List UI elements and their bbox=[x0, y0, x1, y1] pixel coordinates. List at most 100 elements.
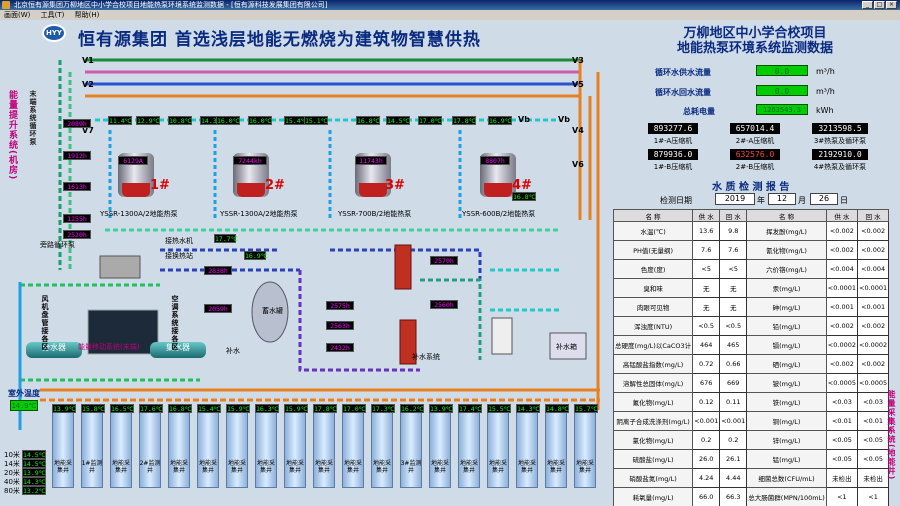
ground-well[interactable] bbox=[197, 408, 219, 488]
pipe-temp: 16.8℃ bbox=[356, 116, 380, 125]
depth-label: 14米 bbox=[4, 460, 20, 468]
left-pump-5: 2520h bbox=[63, 230, 91, 239]
ground-well[interactable] bbox=[255, 408, 277, 488]
param-value: <0.5 bbox=[719, 316, 748, 336]
depth-label: 20米 bbox=[4, 469, 20, 477]
well-temp: 14.8℃ bbox=[545, 404, 569, 413]
valve-v1[interactable]: V1 bbox=[82, 56, 94, 65]
param-name: 氟化物(mg/L) bbox=[612, 392, 694, 412]
water-collector: 集水器 bbox=[150, 342, 206, 358]
makeup-system-label: 补水系统 bbox=[412, 353, 440, 361]
close-button[interactable]: × bbox=[886, 1, 897, 9]
ground-well[interactable] bbox=[52, 408, 74, 488]
minimize-button[interactable]: _ bbox=[862, 1, 873, 9]
ground-well[interactable] bbox=[284, 408, 306, 488]
ground-well[interactable] bbox=[342, 408, 364, 488]
param-value: 无 bbox=[719, 278, 748, 298]
unit-1-hours: 6129A bbox=[118, 156, 148, 165]
maximize-button[interactable]: □ bbox=[874, 1, 885, 9]
well-label: 地能采集井 bbox=[372, 460, 391, 474]
unit-1-label: YSSR-1300A/2地能热泵 bbox=[100, 210, 178, 218]
depth-temp: 13.2℃ bbox=[22, 486, 46, 495]
valve-vb2[interactable]: Vb bbox=[558, 115, 570, 124]
report-date-label: 检测日期 bbox=[660, 196, 692, 205]
stat-2a-label: 2#-A压缩机 bbox=[735, 137, 775, 145]
well-label: 地能采集井 bbox=[198, 460, 217, 474]
param-name: 阴离子合成洗涤剂(mg/L) bbox=[612, 411, 694, 431]
report-month[interactable]: 12 bbox=[768, 193, 796, 205]
param-value: 66.3 bbox=[719, 487, 748, 506]
pipe-temp: 16.0℃ bbox=[248, 116, 272, 125]
storage-tank-label: 蓄水罐 bbox=[262, 307, 283, 315]
ground-well[interactable] bbox=[429, 408, 451, 488]
stat-2a: 657014.4 bbox=[730, 123, 780, 134]
ground-well[interactable] bbox=[110, 408, 132, 488]
ground-well[interactable] bbox=[168, 408, 190, 488]
unit-3-hours: 11743h bbox=[355, 156, 387, 165]
center-temp-1: 17.7℃ bbox=[214, 234, 238, 243]
param-value: <0.002 bbox=[856, 240, 890, 260]
param-value: 66.0 bbox=[692, 487, 721, 506]
param-name: 耗氧量(mg/L) bbox=[612, 487, 694, 506]
param-name: 细菌总数(CFU/mL) bbox=[746, 468, 827, 488]
well-temp: 15.9℃ bbox=[284, 404, 308, 413]
ground-well[interactable] bbox=[487, 408, 509, 488]
param-value: <0.03 bbox=[856, 392, 890, 412]
col-header: 名 称 bbox=[612, 209, 694, 222]
ground-well[interactable] bbox=[545, 408, 567, 488]
ground-well[interactable] bbox=[371, 408, 393, 488]
unit-2-hours: 7244kh bbox=[233, 156, 267, 165]
ground-well[interactable] bbox=[313, 408, 335, 488]
param-name: 臭和味 bbox=[612, 278, 694, 298]
param-value: 9.8 bbox=[719, 221, 748, 241]
ground-well[interactable] bbox=[574, 408, 596, 488]
valve-v3[interactable]: V3 bbox=[572, 56, 584, 65]
menu-help[interactable]: 帮助(H) bbox=[74, 11, 100, 19]
center-pump-2: 2059h bbox=[204, 304, 232, 313]
param-value: <0.004 bbox=[856, 259, 890, 279]
report-year[interactable]: 2019 bbox=[715, 193, 755, 205]
to-exchange-label: 接换热站 bbox=[165, 252, 193, 260]
depth-temp: 13.9℃ bbox=[22, 468, 46, 477]
valve-v4[interactable]: V4 bbox=[572, 126, 584, 135]
report-day[interactable]: 26 bbox=[810, 193, 838, 205]
menu-screen[interactable]: 画面(W) bbox=[4, 11, 31, 19]
param-value: 26.1 bbox=[719, 449, 748, 469]
param-name: PH值(无量纲) bbox=[612, 240, 694, 260]
ground-well[interactable] bbox=[400, 408, 422, 488]
param-value: <0.002 bbox=[856, 316, 890, 336]
pipe-temp: 16.9℃ bbox=[488, 116, 512, 125]
ground-well[interactable] bbox=[81, 408, 103, 488]
valve-v5[interactable]: V5 bbox=[572, 80, 584, 89]
menu-tools[interactable]: 工具(T) bbox=[40, 11, 65, 19]
supply-flow-label: 循环水供水流量 bbox=[655, 68, 711, 77]
ground-well[interactable] bbox=[458, 408, 480, 488]
app-icon bbox=[2, 1, 10, 9]
well-label: 地能采集井 bbox=[314, 460, 333, 474]
valve-v7[interactable]: V7 bbox=[82, 126, 94, 135]
param-value: 7.6 bbox=[719, 240, 748, 260]
param-value: <0.03 bbox=[825, 392, 859, 412]
valve-vb1[interactable]: Vb bbox=[518, 115, 530, 124]
unit-2-number: 2# bbox=[265, 178, 285, 193]
param-value: 0.66 bbox=[719, 354, 748, 374]
param-value: <0.004 bbox=[825, 259, 859, 279]
outdoor-temp-label: 室外温度 bbox=[8, 389, 40, 398]
pipe-temp: 14.5℃ bbox=[386, 116, 410, 125]
ground-well[interactable] bbox=[139, 408, 161, 488]
valve-v6[interactable]: V6 bbox=[572, 160, 584, 169]
ground-well[interactable] bbox=[516, 408, 538, 488]
param-value: <0.001 bbox=[825, 297, 859, 317]
param-name: 浑浊度(NTU) bbox=[612, 316, 694, 336]
param-name: 溶解性总固体(mg/L) bbox=[612, 373, 694, 393]
valve-v2[interactable]: V2 bbox=[82, 80, 94, 89]
param-value: <0.001 bbox=[856, 297, 890, 317]
stat-4-label: 4#热泵及循环泵 bbox=[813, 163, 867, 171]
well-temp: 17.4℃ bbox=[458, 404, 482, 413]
window-titlebar: 北京恒有源集团万柳地区中小学合校项目地能热泵环境系统监测数据 - [恒有源科技发… bbox=[0, 0, 900, 10]
param-value: 0.11 bbox=[719, 392, 748, 412]
ground-well[interactable] bbox=[226, 408, 248, 488]
